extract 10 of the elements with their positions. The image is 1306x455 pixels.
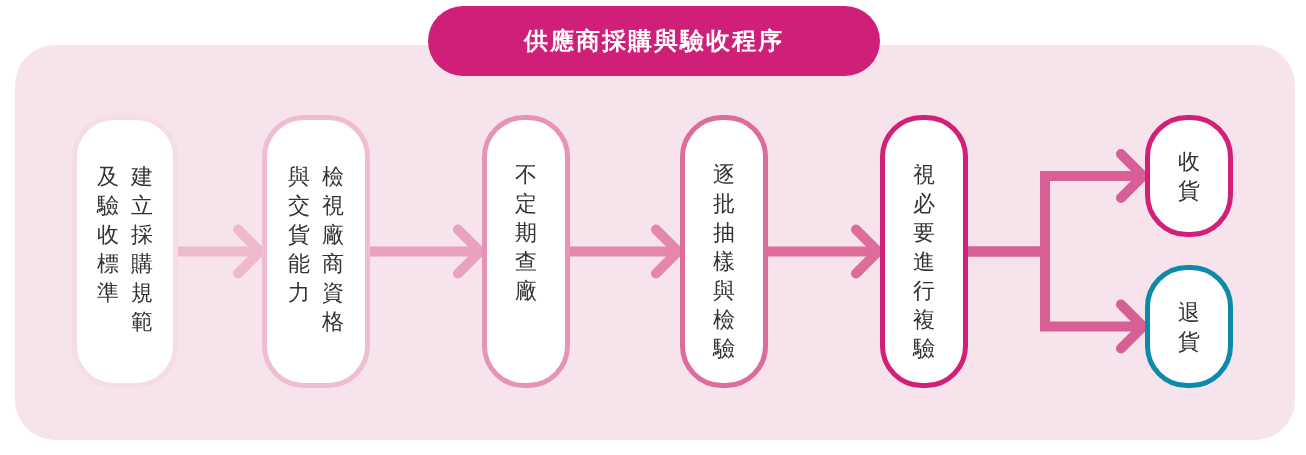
step-label: 檢視廠商資格與交貨能力 (287, 163, 345, 336)
step-label: 退貨 (1177, 298, 1201, 356)
step-box (72, 115, 178, 388)
title-banner: 供應商採購與驗收程序 (428, 6, 880, 76)
step-label: 不定期查廠 (514, 161, 538, 305)
step-label: 逐批抽樣與檢驗 (712, 161, 736, 363)
step-label: 收貨 (1177, 148, 1201, 205)
step-label: 建立採購規範及驗收標準 (96, 163, 154, 336)
step-box (262, 115, 370, 388)
step-label: 視必要進行複驗 (912, 161, 936, 363)
